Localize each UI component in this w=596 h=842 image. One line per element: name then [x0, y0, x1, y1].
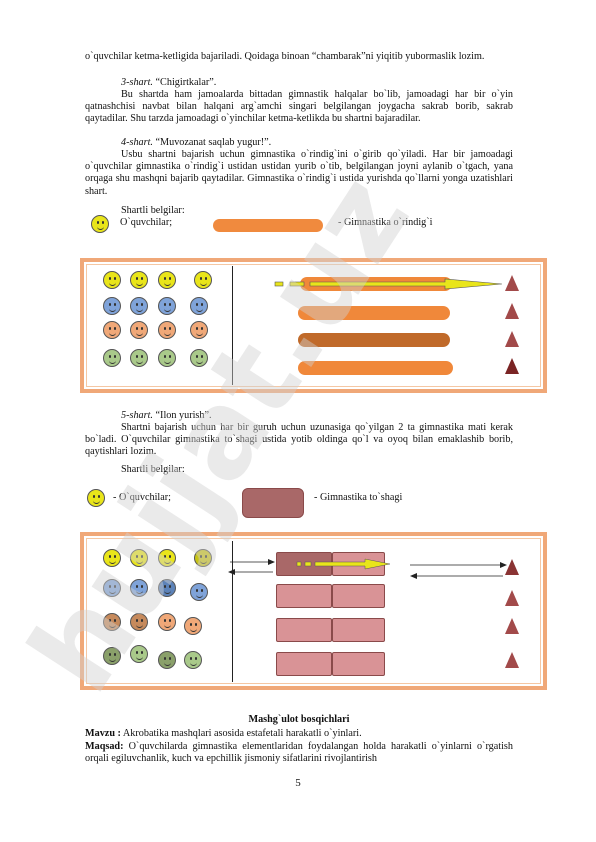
mat-2b — [332, 584, 385, 608]
paragraph-intro: o`quvchilar ketma-ketligida bajariladi. … — [85, 51, 485, 62]
shart3-heading: 3-shart. “Chigirtkalar”. — [121, 77, 217, 88]
smiley-face-icon — [130, 549, 148, 567]
smiley-face-icon — [158, 613, 176, 631]
smiley-face-icon — [103, 579, 121, 597]
cone-icon — [505, 559, 519, 575]
shart5-text: Shartni bajarish uchun har bir guruh uch… — [85, 422, 513, 458]
smiley-face-icon — [158, 579, 176, 597]
smiley-face-icon — [130, 579, 148, 597]
start-line-2 — [232, 541, 233, 682]
cone-icon — [505, 303, 519, 319]
legend-mat-label: - Gimnastika to`shagi — [314, 492, 403, 503]
smiley-face-icon — [130, 613, 148, 631]
start-line — [232, 266, 233, 385]
shart3-text: Bu shartda ham jamoalarda bittadan gimna… — [85, 89, 513, 125]
cone-icon — [505, 652, 519, 668]
smiley-face-icon — [158, 297, 176, 315]
bench-2 — [298, 306, 450, 320]
maqsad-line: Maqsad: O`quvchilarda gimnastika element… — [85, 741, 513, 765]
legend-student-label-2: - O`quvchilar; — [113, 492, 171, 503]
smiley-face-icon — [91, 215, 109, 233]
mat-2a — [276, 584, 332, 608]
mat-legend-icon — [242, 488, 304, 518]
bench-legend-icon — [213, 219, 323, 232]
smiley-face-icon — [158, 349, 176, 367]
legend-bench-label: - Gimnastika o`rindig`i — [338, 217, 433, 228]
smiley-face-icon — [130, 297, 148, 315]
shart5-heading: 5-shart. “Ilon yurish”. — [121, 410, 212, 421]
conditions-label-1: Shartli belgilar: — [121, 205, 185, 216]
cone-icon — [505, 275, 519, 291]
smiley-face-icon — [103, 321, 121, 339]
smiley-face-icon — [190, 321, 208, 339]
mat-3b — [332, 618, 385, 642]
bench-3 — [298, 333, 450, 347]
legend-student-label: O`quvchilar; — [120, 217, 173, 228]
smiley-face-icon — [130, 321, 148, 339]
cone-icon — [505, 618, 519, 634]
smiley-face-icon — [190, 349, 208, 367]
smiley-face-icon — [158, 549, 176, 567]
smiley-face-icon — [103, 297, 121, 315]
smiley-face-icon — [130, 645, 148, 663]
smiley-face-icon — [158, 271, 176, 289]
smiley-face-icon — [184, 617, 202, 635]
bench-4 — [298, 361, 453, 375]
smiley-face-icon — [158, 321, 176, 339]
smiley-face-icon — [103, 647, 121, 665]
shart4-heading: 4-shart. “Muvozanat saqlab yugur!”. — [121, 137, 272, 148]
smiley-face-icon — [190, 297, 208, 315]
smiley-face-icon — [103, 349, 121, 367]
smiley-face-icon — [194, 271, 212, 289]
smiley-face-icon — [103, 613, 121, 631]
smiley-face-icon — [130, 349, 148, 367]
mat-4b — [332, 652, 385, 676]
arrow-icon — [274, 278, 503, 290]
mat-4a — [276, 652, 332, 676]
cone-icon — [505, 590, 519, 606]
mavzu-line: Mavzu : Akrobatika mashqlari asosida est… — [85, 728, 362, 739]
section-title: Mashg`ulot bosqichlari — [248, 714, 350, 725]
smiley-face-icon — [184, 651, 202, 669]
smiley-face-icon — [103, 271, 121, 289]
arrow-icon — [228, 558, 507, 579]
mat-3a — [276, 618, 332, 642]
smiley-face-icon — [190, 583, 208, 601]
conditions-label-2: Shartli belgilar: — [121, 464, 185, 475]
smiley-face-icon — [103, 549, 121, 567]
shart4-text: Usbu shartni bajarish uchun gimnastika o… — [85, 149, 513, 197]
smiley-face-icon — [130, 271, 148, 289]
smiley-face-icon — [194, 549, 212, 567]
cone-icon — [505, 331, 519, 347]
cone-icon — [505, 358, 519, 374]
page-number: 5 — [295, 777, 301, 789]
smiley-face-icon — [87, 489, 105, 507]
smiley-face-icon — [158, 651, 176, 669]
